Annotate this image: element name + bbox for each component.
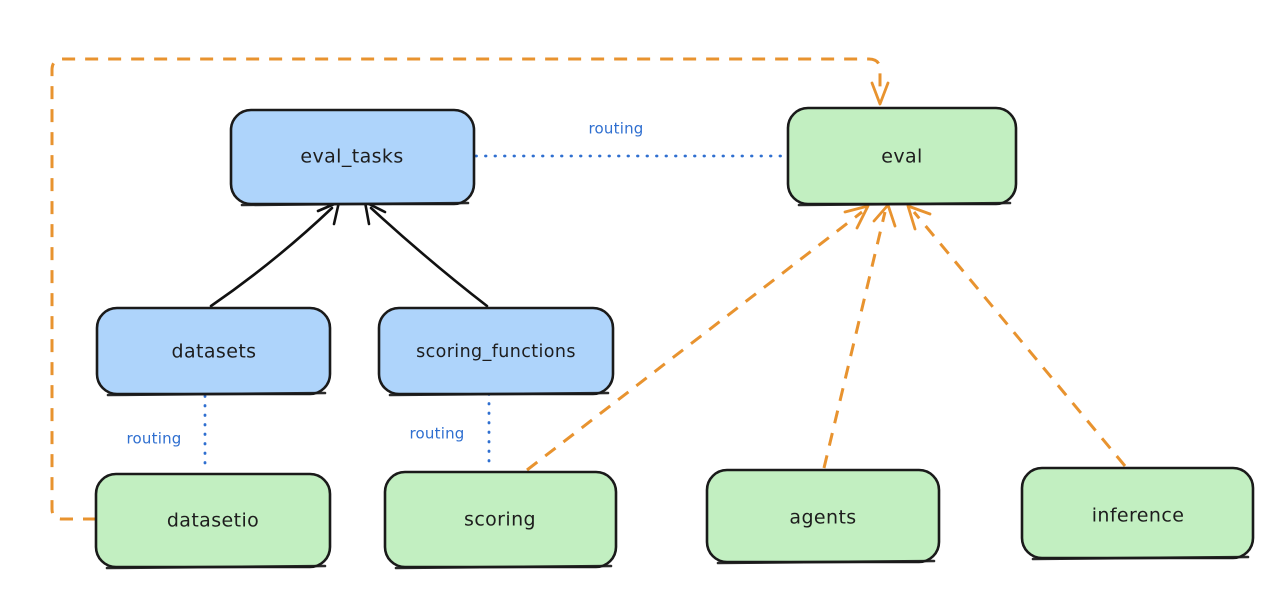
node-layer: eval_tasks eval datasets scoring_functio…	[94, 106, 1255, 570]
node-scoring-functions-shadow	[388, 391, 610, 397]
edge-label-routing-eval: routing	[589, 120, 644, 138]
node-agents-label: agents	[789, 507, 856, 529]
node-inference-label: inference	[1092, 505, 1185, 527]
edge-inference-to-eval-arrowhead	[906, 204, 932, 231]
edge-layer: routing routing routing	[50, 57, 1127, 521]
node-datasetio-shadow	[105, 564, 327, 570]
node-agents-shadow	[716, 559, 936, 565]
node-eval-shadow	[797, 201, 1012, 207]
node-datasets-label: datasets	[172, 341, 257, 363]
node-inference[interactable]: inference	[1020, 466, 1255, 561]
edge-scoring-to-eval-arrowhead	[843, 204, 870, 230]
node-agents[interactable]: agents	[705, 468, 941, 565]
node-datasets[interactable]: datasets	[95, 306, 332, 397]
node-datasets-shadow	[106, 391, 327, 397]
edge-datasets-to-datasetio: routing	[127, 394, 207, 474]
node-scoring-functions[interactable]: scoring_functions	[377, 306, 615, 397]
edge-label-routing-scoring: routing	[410, 425, 465, 443]
node-eval-tasks[interactable]: eval_tasks	[229, 108, 476, 207]
edge-inference-to-eval-path	[912, 211, 1127, 467]
edge-datasets-to-eval-tasks	[209, 200, 341, 308]
node-scoring[interactable]: scoring	[383, 470, 618, 570]
edge-scoring-functions-to-eval-tasks	[363, 200, 489, 308]
node-eval[interactable]: eval	[786, 106, 1018, 207]
edge-datasetio-to-eval-arrowhead	[870, 81, 890, 106]
node-eval-tasks-label: eval_tasks	[300, 146, 403, 168]
edge-scoring-to-eval-path	[526, 210, 863, 472]
edge-inference-to-eval	[906, 204, 1127, 467]
edge-scoring-functions-to-eval-tasks-path	[369, 206, 489, 308]
edge-datasetio-to-eval	[50, 57, 890, 521]
edge-scoring-to-eval	[526, 204, 870, 472]
node-scoring-shadow	[394, 564, 613, 570]
edge-scoring-functions-to-scoring: routing	[410, 392, 491, 472]
edge-datasetio-to-eval-path	[50, 57, 882, 521]
node-inference-shadow	[1031, 555, 1250, 561]
node-scoring-label: scoring	[464, 509, 536, 531]
edge-agents-to-eval	[822, 203, 897, 469]
edge-label-routing-datasetio: routing	[127, 430, 182, 448]
edge-datasets-to-eval-tasks-path	[209, 206, 334, 308]
node-eval-tasks-shadow	[240, 201, 470, 207]
node-datasetio-label: datasetio	[167, 510, 259, 532]
node-eval-label: eval	[881, 146, 922, 168]
node-scoring-functions-label: scoring_functions	[416, 342, 576, 362]
edge-eval-tasks-to-eval: routing	[474, 120, 788, 158]
node-datasetio[interactable]: datasetio	[94, 472, 332, 570]
edge-agents-to-eval-path	[822, 211, 887, 469]
